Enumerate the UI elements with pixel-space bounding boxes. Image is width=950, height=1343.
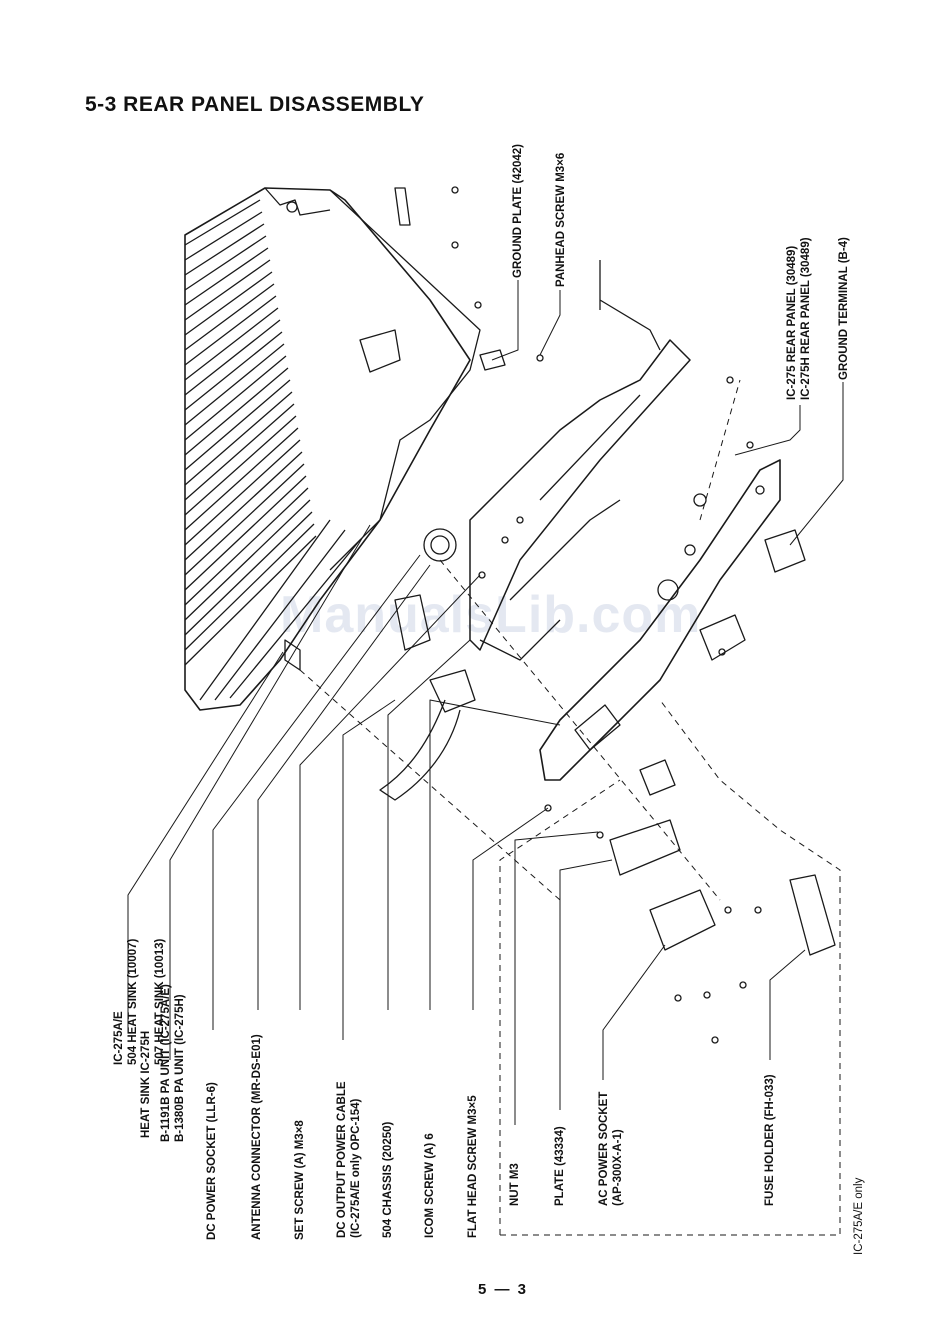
heat-sink-drawing (184, 187, 471, 711)
page-number: 5 — 3 (478, 1281, 529, 1298)
screws (394, 186, 762, 1044)
page-title: 5-3 REAR PANEL DISASSEMBLY (85, 93, 425, 116)
chassis-drawing (329, 189, 691, 661)
watermark: ManualsLib.com (280, 586, 702, 644)
leader-lines (127, 280, 844, 1125)
rear-panel-drawing (539, 459, 781, 781)
alignment-lines (299, 379, 841, 1236)
